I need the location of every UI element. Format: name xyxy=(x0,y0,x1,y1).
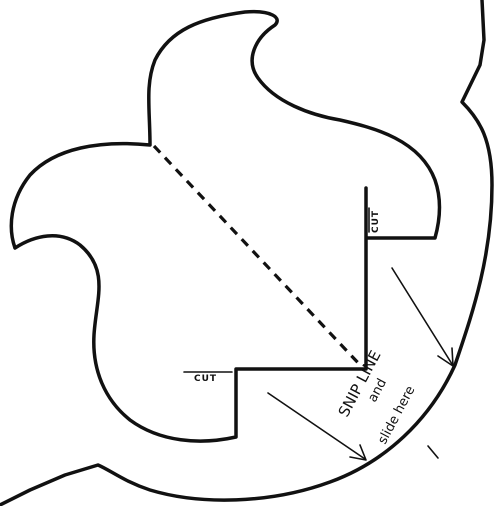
snip-line xyxy=(154,146,362,367)
cut-label-bottom: CUT xyxy=(194,374,217,384)
notch-mark xyxy=(428,446,438,458)
cut-label-top: CUT xyxy=(371,210,381,233)
arrow-right-upper xyxy=(392,268,453,366)
